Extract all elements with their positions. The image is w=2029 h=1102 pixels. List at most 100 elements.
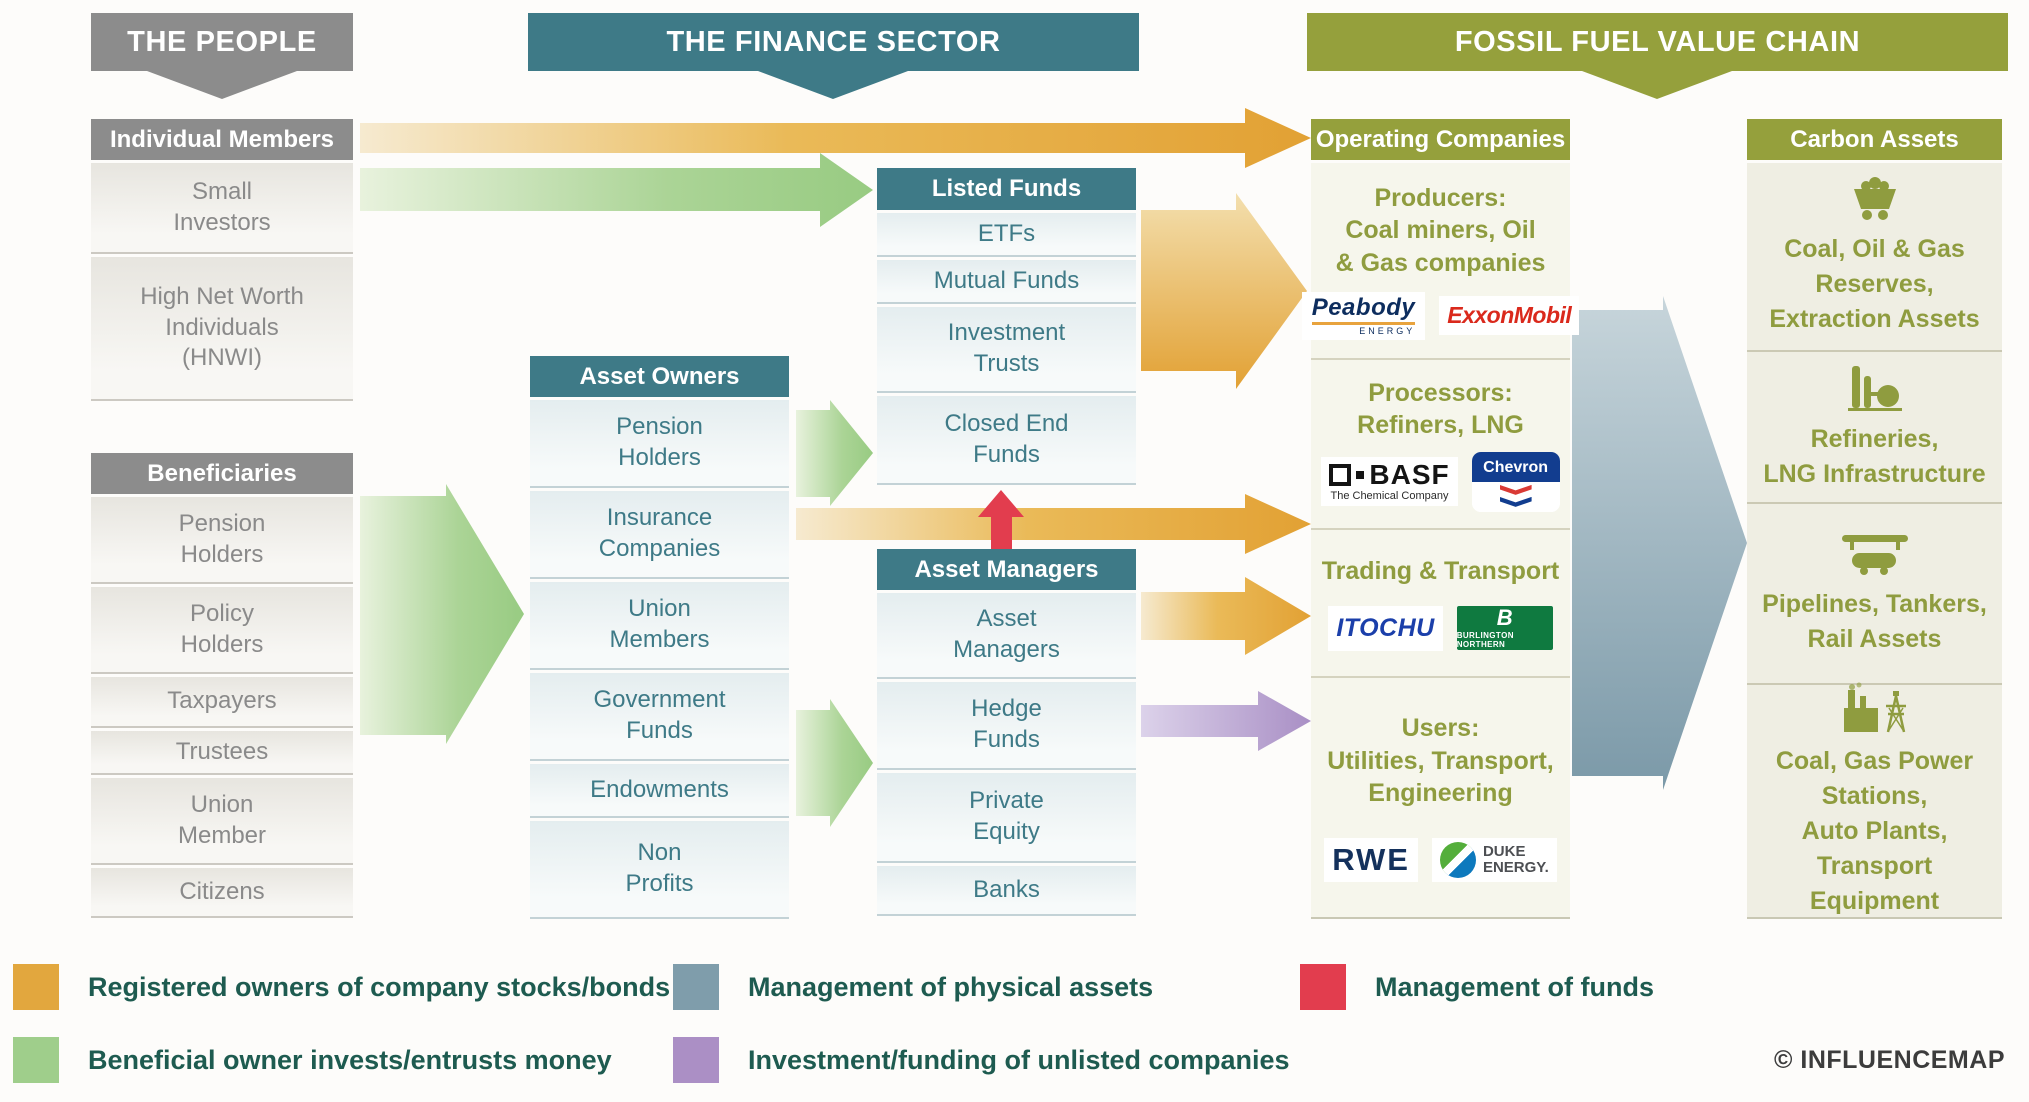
list-item-citizens: Citizens	[91, 868, 353, 918]
chevron-blue-stripe	[1499, 496, 1532, 507]
influencemap-credit: © INFLUENCEMAP	[1774, 1046, 2005, 1074]
list-item-policy-holders: Policy Holders	[91, 587, 353, 674]
carbon-reserves-label: Coal, Oil & Gas Reserves, Extraction Ass…	[1769, 235, 1980, 334]
carbon-assets-header: Carbon Assets	[1747, 119, 2002, 160]
trading-transport-logos: ITOCHU B BURLINGTON NORTHERN	[1328, 605, 1553, 651]
list-item-private-equity: Private Equity	[877, 773, 1136, 863]
burlington-northern-box: B BURLINGTON NORTHERN	[1456, 605, 1553, 651]
trading-transport-label: Trading & Transport	[1321, 556, 1560, 585]
list-item-insurance-companies: Insurance Companies	[530, 491, 789, 579]
arrow-management-of-funds	[978, 490, 1024, 554]
list-item-closed-end-funds: Closed End Funds	[877, 396, 1136, 485]
carbon-power-label: Coal, Gas Power Stations, Auto Plants, T…	[1775, 747, 1974, 916]
exxonmobil-logo: ExxonMobil	[1439, 296, 1580, 336]
legend-label-unlisted-companies: Investment/funding of unlisted companies	[748, 1044, 1290, 1075]
banner-fossil-fuel-value-chain: FOSSIL FUEL VALUE CHAIN	[1307, 13, 2008, 71]
operating-companies-body: Producers: Coal miners, Oil & Gas compan…	[1301, 163, 1580, 919]
arrow-operating-companies-to-carbon-assets	[1572, 296, 1747, 790]
list-item-investment-trusts: Investment Trusts	[877, 307, 1136, 393]
basf-wordmark: BASF	[1329, 461, 1449, 489]
basf-tagline: The Chemical Company	[1330, 490, 1449, 503]
banner-finance-sector-label: THE FINANCE SECTOR	[666, 25, 1001, 58]
power-station-icon	[1840, 682, 1910, 734]
producers-section: Producers: Coal miners, Oil & Gas compan…	[1301, 163, 1580, 361]
arrow-small-investors-to-listed-funds	[360, 153, 873, 227]
carbon-refineries-label: Refineries, LNG Infrastructure	[1763, 424, 1986, 488]
arrow-asset-owners-to-asset-managers	[796, 699, 873, 827]
legend-swatch-beneficial-owner	[13, 1037, 59, 1083]
beneficiaries-header: Beneficiaries	[91, 453, 353, 494]
carbon-section-pipelines: Pipelines, Tankers, Rail Assets	[1747, 504, 2002, 685]
banner-the-people: THE PEOPLE	[91, 13, 353, 71]
legend-label-beneficial-owner: Beneficial owner invests/entrusts money	[88, 1044, 612, 1075]
arrow-asset-owners-to-listed-funds	[796, 400, 873, 506]
users-label: Users: Utilities, Transport, Engineering	[1327, 714, 1554, 808]
burlington-northern-mark: B	[1496, 605, 1513, 631]
peabody-wordmark: Peabody	[1311, 295, 1416, 325]
list-item-pension-holders: Pension Holders	[91, 497, 353, 584]
rwe-logo: RWE	[1324, 838, 1418, 883]
list-item-hnwi: High Net Worth Individuals (HNWI)	[91, 257, 353, 401]
peabody-energy-text: ENERGY	[1359, 325, 1416, 336]
processors-label: Processors: Refiners, LNG	[1357, 378, 1524, 440]
legend-label-registered-owners: Registered owners of company stocks/bond…	[88, 971, 671, 1002]
banner-fossil-fuel-value-chain-label: FOSSIL FUEL VALUE CHAIN	[1454, 25, 1861, 58]
producers-logos: Peabody ENERGY ExxonMobil	[1301, 291, 1580, 340]
users-logos: RWE DUKE ENERGY.	[1324, 838, 1557, 883]
chevron-logo: Chevron	[1471, 451, 1560, 512]
legend-label-management-funds: Management of funds	[1375, 971, 1655, 1002]
list-item-union-members: Union Members	[530, 582, 789, 670]
arrow-listed-funds-to-operating-companies	[1141, 193, 1307, 389]
users-section: Users: Utilities, Transport, Engineering…	[1311, 678, 1570, 917]
pipeline-tanker-icon	[1841, 529, 1908, 577]
arrow-insurance-to-operating-companies	[796, 494, 1311, 554]
list-item-taxpayers: Taxpayers	[91, 677, 353, 728]
asset-owners-header: Asset Owners	[530, 356, 789, 397]
processors-logos: BASF The Chemical Company Chevron	[1321, 451, 1560, 512]
refinery-icon	[1846, 362, 1904, 412]
listed-funds-header: Listed Funds	[877, 168, 1136, 210]
itochu-logo: ITOCHU	[1328, 605, 1443, 651]
trading-transport-section: Trading & Transport ITOCHU B BURLINGTON …	[1311, 530, 1570, 678]
list-item-non-profits: Non Profits	[530, 821, 789, 919]
legend-swatch-registered-owners	[13, 964, 59, 1010]
arrow-hedge-funds-to-operating-companies	[1141, 691, 1311, 751]
legend-swatch-unlisted-companies	[673, 1037, 719, 1083]
list-item-endowments: Endowments	[530, 764, 789, 818]
arrow-asset-managers-to-operating-companies	[1141, 577, 1311, 655]
banner-finance-sector: THE FINANCE SECTOR	[528, 13, 1139, 71]
producers-label: Producers: Coal miners, Oil & Gas compan…	[1335, 183, 1546, 277]
burlington-northern-name: BURLINGTON NORTHERN	[1456, 631, 1514, 650]
duke-energy-name: DUKE ENERGY.	[1482, 843, 1549, 877]
list-item-mutual-funds: Mutual Funds	[877, 260, 1136, 304]
carbon-section-reserves: Coal, Oil & Gas Reserves, Extraction Ass…	[1747, 163, 2002, 353]
arrow-individual-members-to-operating-companies	[360, 108, 1311, 168]
carbon-assets-body: Coal, Oil & Gas Reserves, Extraction Ass…	[1747, 163, 2002, 919]
basf-name: BASF	[1369, 459, 1450, 491]
asset-managers-header: Asset Managers	[877, 549, 1136, 590]
processors-section: Processors: Refiners, LNG BASF The Chemi…	[1311, 360, 1570, 531]
list-item-small-investors: Small Investors	[91, 163, 353, 254]
carbon-pipelines-label: Pipelines, Tankers, Rail Assets	[1762, 590, 1987, 654]
peabody-logo: Peabody ENERGY	[1301, 291, 1426, 340]
carbon-section-refineries: Refineries, LNG Infrastructure	[1747, 352, 2002, 504]
list-item-banks: Banks	[877, 866, 1136, 916]
chevron-wordmark: Chevron	[1471, 451, 1560, 482]
operating-companies-header: Operating Companies	[1311, 119, 1570, 160]
basf-logo: BASF The Chemical Company	[1321, 457, 1458, 507]
individual-members-header: Individual Members	[91, 119, 353, 160]
mine-cart-icon	[1846, 176, 1904, 222]
list-item-asset-managers: Asset Managers	[877, 593, 1136, 679]
banner-the-people-label: THE PEOPLE	[127, 25, 317, 58]
legend-swatch-physical-assets	[673, 964, 719, 1010]
legend-swatch-management-funds	[1300, 964, 1346, 1010]
list-item-etfs: ETFs	[877, 213, 1136, 257]
carbon-section-power: Coal, Gas Power Stations, Auto Plants, T…	[1747, 682, 2002, 917]
list-item-pension-holders-owner: Pension Holders	[530, 400, 789, 488]
list-item-trustees: Trustees	[91, 731, 353, 775]
list-item-union-member: Union Member	[91, 778, 353, 865]
list-item-hedge-funds: Hedge Funds	[877, 682, 1136, 770]
duke-energy-mark	[1439, 842, 1476, 879]
